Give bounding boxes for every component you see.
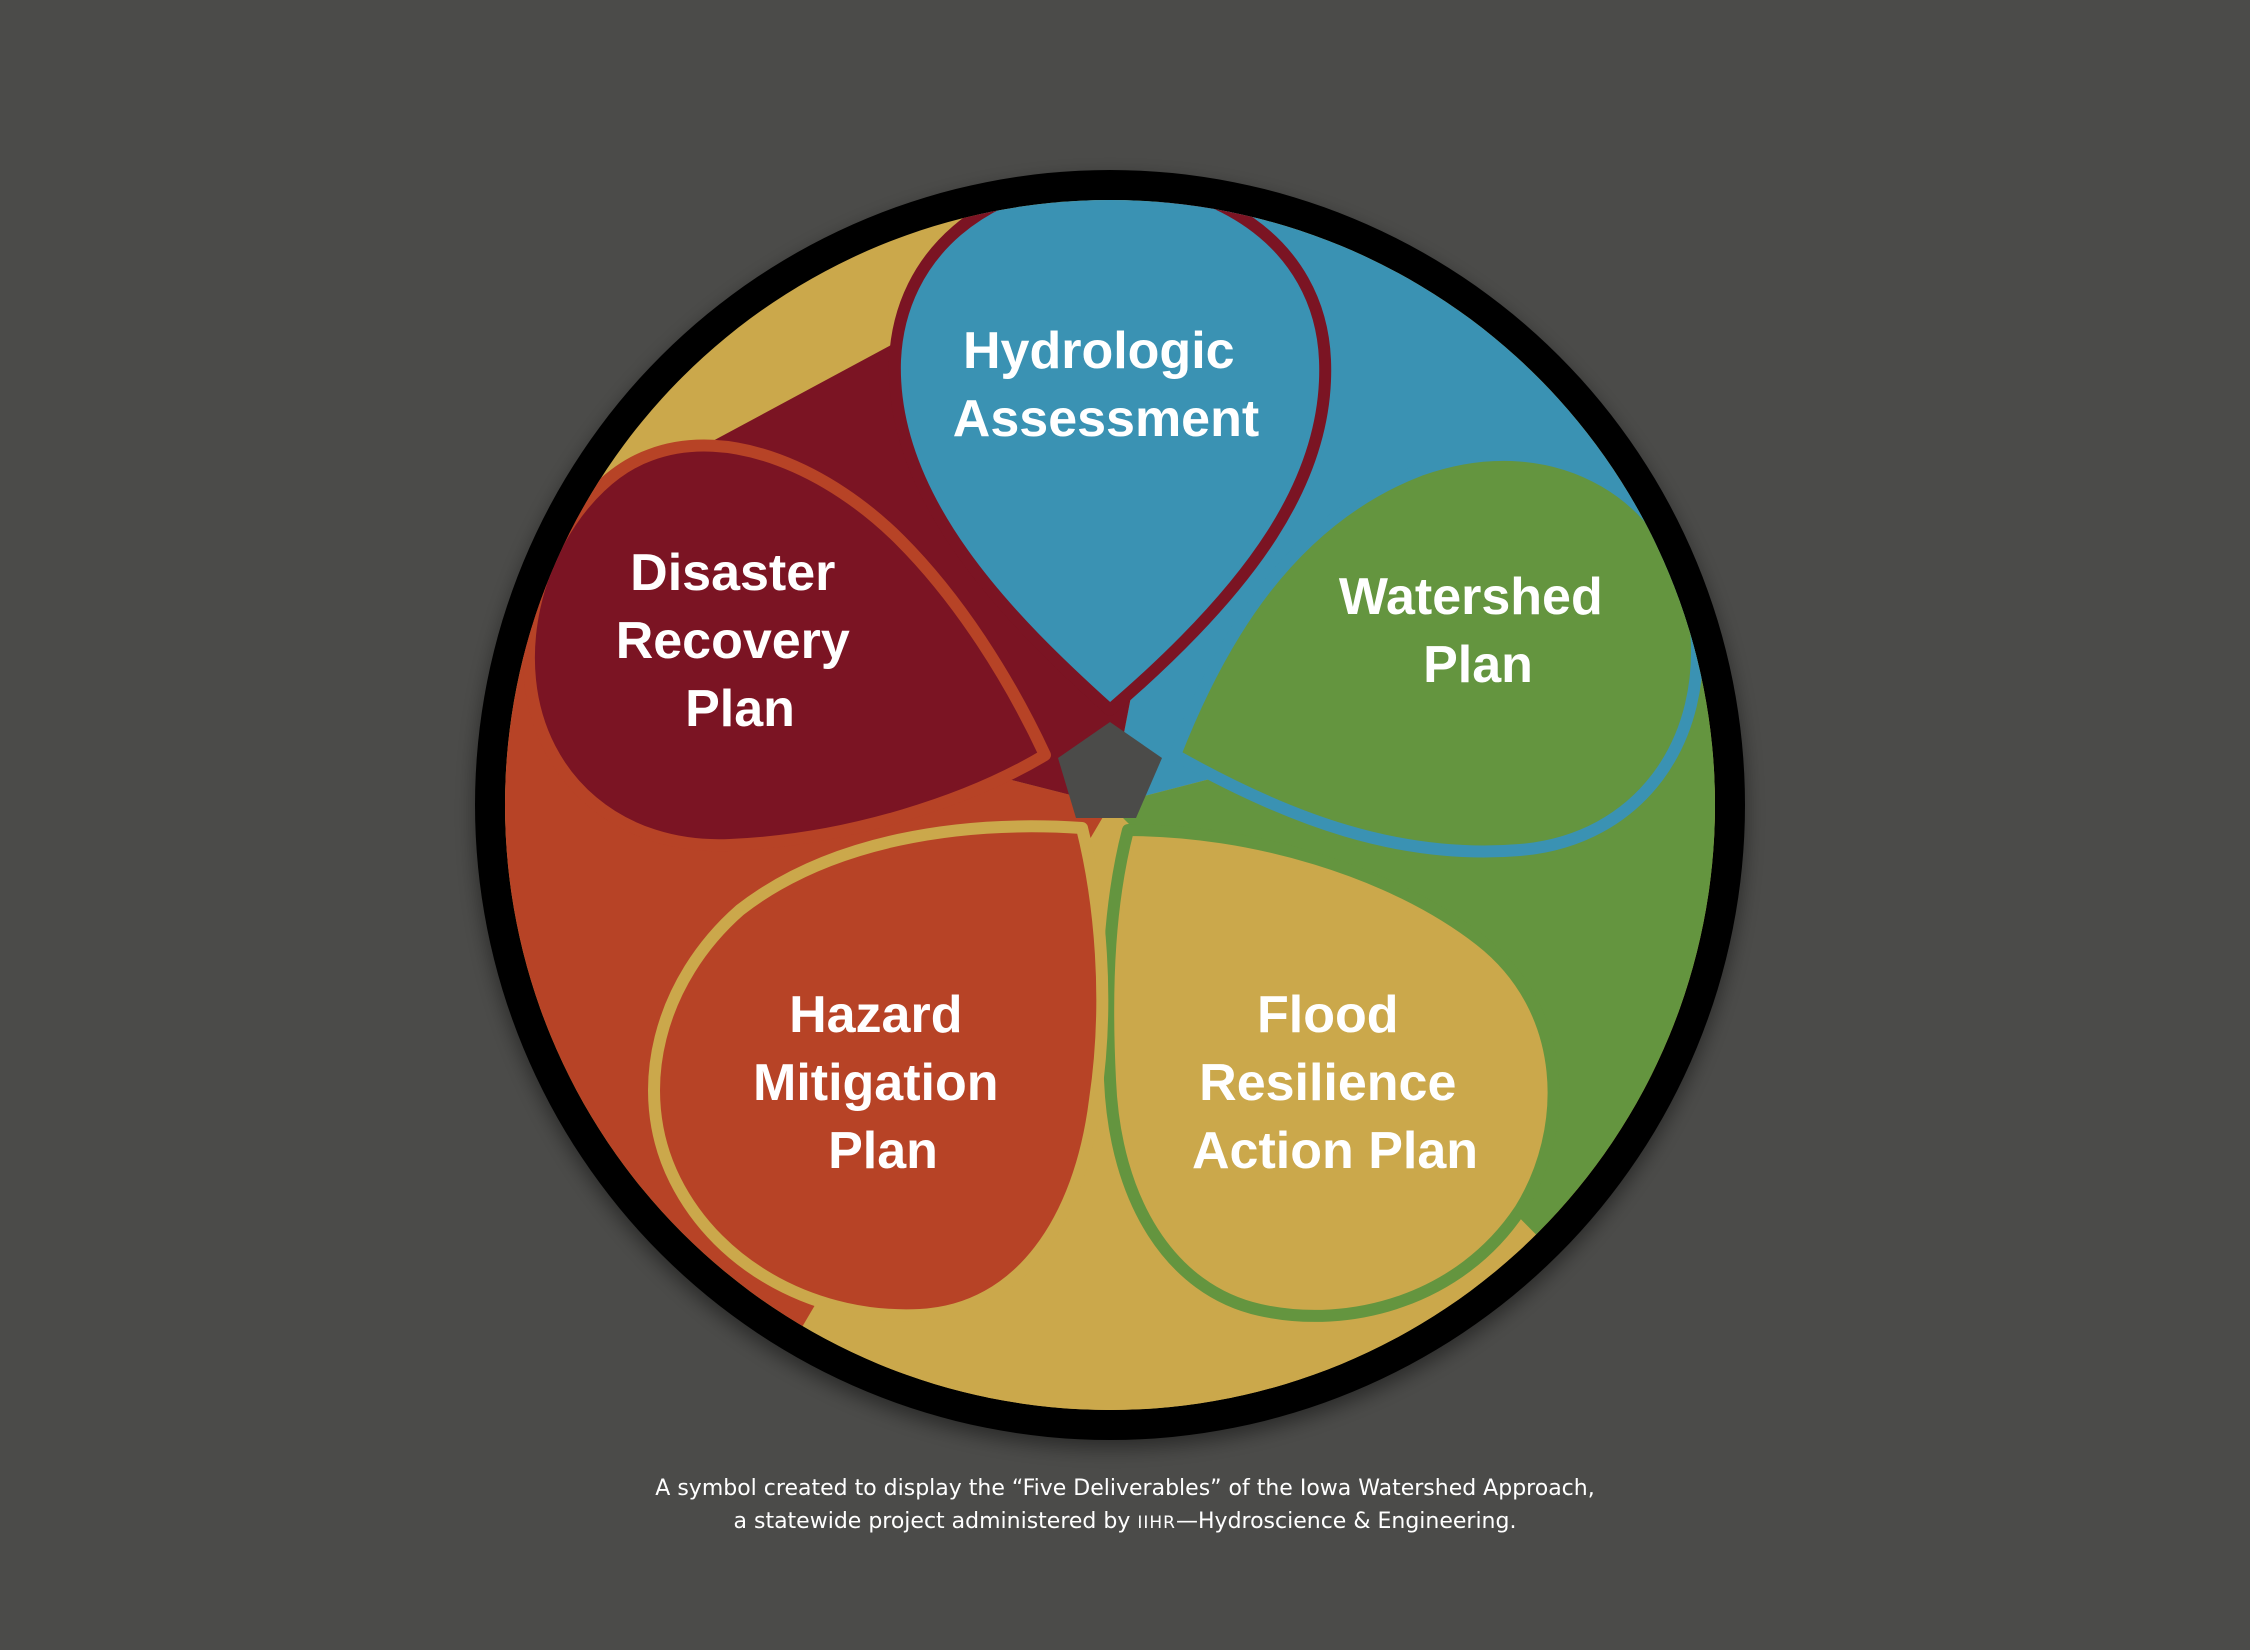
disaster-label: Disaster Recovery Plan [616,544,865,738]
caption-line-2-end: —Hydroscience & Engineering. [1176,1509,1517,1534]
petal-flood [1102,824,1560,1322]
hydrologic-label-line-2: Assessment [953,390,1259,448]
petal-hazard [648,820,1109,1322]
hydrologic-label: Hydrologic Assessment [953,322,1259,448]
disaster-label-line-3: Plan [685,680,795,738]
petal-hydrologic [888,200,1332,716]
disaster-label-line-2: Recovery [616,612,850,670]
hazard-label-line-1: Hazard [789,986,962,1044]
hydrologic-label-line-1: Hydrologic [963,322,1235,380]
watershed-label: Watershed Plan [1339,568,1617,694]
watershed-label-line-2: Plan [1423,636,1533,694]
caption: A symbol created to display the “Five De… [0,1472,2250,1540]
watershed-label-line-1: Watershed [1339,568,1603,626]
flood-label-line-1: Flood [1257,986,1399,1044]
caption-line-2-start: a statewide project administered by [733,1509,1138,1534]
hazard-label-line-2: Mitigation [753,1054,999,1112]
caption-line-1: A symbol created to display the “Five De… [655,1476,1595,1501]
center-pentagon [1058,722,1162,818]
hazard-label-line-3: Plan [828,1122,938,1180]
flood-label: Flood Resilience Action Plan [1192,986,1478,1180]
caption-org-name: IIHR [1137,1513,1176,1533]
disaster-label-line-1: Disaster [630,544,835,602]
flood-label-line-3: Action Plan [1192,1122,1478,1180]
flood-label-line-2: Resilience [1199,1054,1456,1112]
petal-labels: Hydrologic Assessment Watershed Plan Flo… [616,322,1617,1180]
hazard-label: Hazard Mitigation Plan [753,986,1013,1180]
caption-line-2: a statewide project administered by IIHR… [0,1505,2250,1540]
